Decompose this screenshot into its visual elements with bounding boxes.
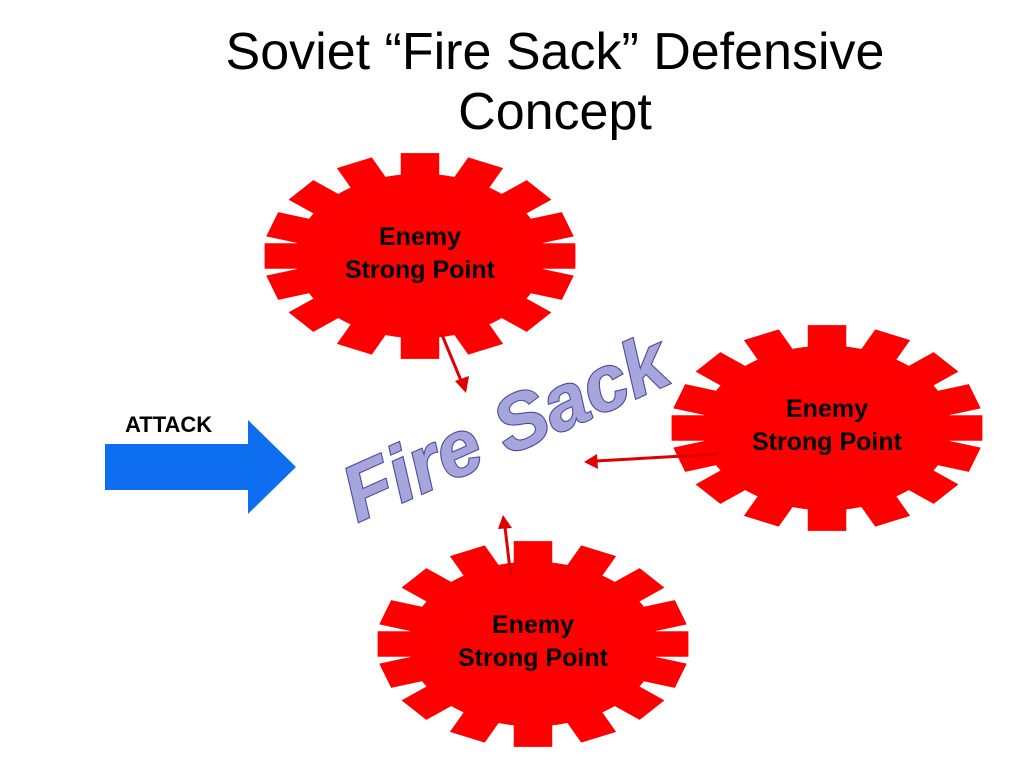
strong-point-bottom-label-1: Enemy xyxy=(492,611,574,639)
fire-arrow-bottom xyxy=(498,515,513,579)
strong-point-top-label-2: Strong Point xyxy=(345,256,496,284)
title-line-2: Concept xyxy=(458,83,652,141)
attack-label: ATTACK xyxy=(125,412,212,437)
slide-title: Soviet “Fire Sack” Defensive Concept xyxy=(0,22,1036,142)
strong-point-top-label-1: Enemy xyxy=(379,223,461,251)
fire-arrow-top xyxy=(438,329,469,393)
strong-point-right-label-1: Enemy xyxy=(786,395,868,423)
fire-arrow-right xyxy=(584,452,719,469)
attack-arrow xyxy=(105,420,296,514)
strong-point-right-label-2: Strong Point xyxy=(752,428,903,456)
fire-sack-label: Fire Sack xyxy=(329,315,685,538)
strong-point-bottom-label-2: Strong Point xyxy=(458,644,609,672)
title-line-1: Soviet “Fire Sack” Defensive xyxy=(225,23,885,81)
